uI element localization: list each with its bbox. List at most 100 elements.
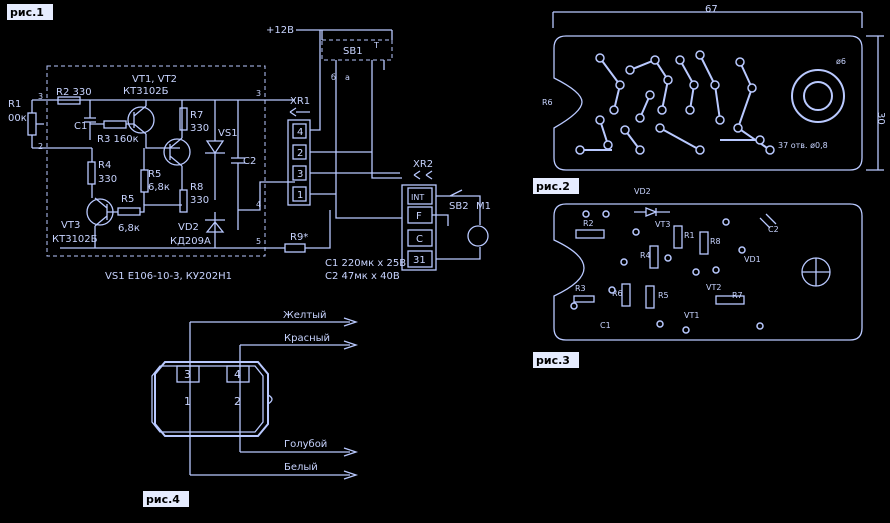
svg-text:3: 3	[38, 92, 43, 101]
vt3-label: VT3	[61, 220, 80, 231]
xr1-pin-1: 1	[297, 190, 303, 201]
board-width: 67	[705, 4, 718, 15]
svg-text:R5: R5	[658, 291, 669, 300]
sb2-label: SB2	[449, 201, 469, 212]
xr1-pin-3: 3	[297, 169, 303, 180]
vs1-thyristor	[205, 100, 225, 200]
relay-pin-31: 31	[413, 255, 426, 266]
fig1-label-box	[7, 4, 53, 20]
xr1-pin-2: 2	[297, 148, 303, 159]
board-outline-dashed	[46, 65, 266, 257]
board-radius: R6	[542, 98, 553, 107]
sb1-switch	[321, 39, 393, 61]
r6-label: R5	[121, 194, 134, 205]
connector-pin-3: 3	[184, 368, 191, 381]
r5-label: R5	[148, 169, 161, 180]
r9-label: R9*	[290, 232, 308, 243]
m1-motor	[467, 225, 489, 247]
vt2-transistor	[163, 138, 191, 166]
wire-yellow: Желтый	[283, 310, 327, 321]
board-fig2-outline	[553, 35, 863, 171]
svg-text:a: a	[345, 73, 350, 82]
svg-text:3: 3	[256, 89, 261, 98]
xr1-label: XR1	[290, 96, 310, 107]
board-mount-hole-outer	[791, 69, 845, 123]
vd2-label: VD2	[178, 222, 199, 233]
fig2-label: рис.2	[536, 180, 570, 193]
connector-wires	[189, 321, 350, 476]
board-fig2-traces	[580, 54, 771, 151]
m1-label: M1	[476, 201, 491, 212]
r8-label: R8	[190, 182, 203, 193]
r4-value: 330	[98, 174, 117, 185]
c2-spec: C2 47мк х 40В	[325, 271, 400, 282]
connector-body	[154, 361, 269, 437]
svg-text:R8: R8	[710, 237, 721, 246]
svg-text:VT1: VT1	[684, 311, 699, 320]
board-height: 30	[875, 112, 886, 125]
board-fig3-outline	[553, 203, 863, 341]
r4-label: R4	[98, 160, 111, 171]
r3-resistor	[103, 120, 127, 129]
relay-pin-int: INT	[411, 193, 424, 202]
vs1-spec: VS1 E106-10-3, КУ202Н1	[105, 271, 232, 282]
board-holes-note: 37 отв. ø0,8	[778, 141, 828, 150]
fig3-label: рис.3	[536, 354, 570, 367]
wire-white: Белый	[284, 462, 318, 473]
svg-text:R1: R1	[684, 231, 695, 240]
r2-label: R2 330	[56, 87, 92, 98]
svg-text:R6: R6	[612, 289, 623, 298]
svg-text:R7: R7	[732, 291, 743, 300]
c2-capacitor	[231, 100, 245, 230]
board-mount-hole-inner	[803, 81, 833, 111]
vt12-type: КТ3102Б	[123, 86, 169, 97]
sb1-label: SB1	[343, 46, 363, 57]
fig2-label-box	[533, 178, 579, 194]
r4-resistor	[87, 161, 96, 185]
vt12-label: VT1, VT2	[132, 74, 177, 85]
r1-value: 00к	[8, 113, 27, 124]
svg-text:б: б	[331, 73, 336, 82]
svg-text:VD1: VD1	[744, 255, 761, 264]
relay-pin-c: C	[416, 234, 423, 245]
vs1-label: VS1	[218, 128, 238, 139]
svg-text:C2: C2	[768, 225, 779, 234]
fig4-label: рис.4	[146, 493, 180, 506]
r1-resistor	[27, 112, 37, 136]
svg-text:C1: C1	[600, 321, 611, 330]
svg-text:2: 2	[38, 142, 43, 151]
c2-label: C2	[243, 156, 256, 167]
xr1-connector	[287, 119, 311, 206]
r8-value: 330	[190, 195, 209, 206]
c1-spec: C1 220мк х 25В	[325, 258, 406, 269]
wire-red: Красный	[284, 333, 330, 344]
svg-text:T: T	[373, 41, 379, 50]
c1-capacitor	[84, 100, 96, 140]
xr2-label: XR2	[413, 159, 433, 170]
r1-label: R1	[8, 99, 21, 110]
r8-resistor	[179, 189, 188, 213]
connector-pin-1: 1	[184, 395, 191, 408]
relay-pin-f: F	[416, 211, 422, 222]
board-fig2-pads	[575, 50, 775, 155]
board-hole-size: ø6	[836, 57, 846, 66]
svg-text:R2: R2	[583, 219, 594, 228]
vt3-type: КТ3102Б	[52, 234, 98, 245]
vd2-type: КД209А	[170, 236, 211, 247]
svg-text:VD2: VD2	[634, 187, 651, 196]
r9-resistor	[284, 243, 306, 253]
svg-text:VT3: VT3	[655, 220, 670, 229]
fig1-label: рис.1	[10, 6, 44, 19]
r6-resistor	[117, 207, 141, 216]
xr1-pin-4: 4	[297, 127, 303, 138]
connector-pin-2: 2	[234, 395, 241, 408]
r5-value: 6,8к	[148, 182, 170, 193]
r5-resistor	[140, 169, 149, 193]
svg-text:5: 5	[256, 237, 261, 246]
r6-value: 6,8к	[118, 223, 140, 234]
board-fig3-components: R2 VD2 R1 R8 C2 R4 R6 R5 VD1 VT2 R7 R3 V…	[570, 187, 779, 334]
r7-label: R7	[190, 110, 203, 121]
wire-blue: Голубой	[284, 439, 327, 450]
connector-pin-4: 4	[234, 368, 241, 381]
